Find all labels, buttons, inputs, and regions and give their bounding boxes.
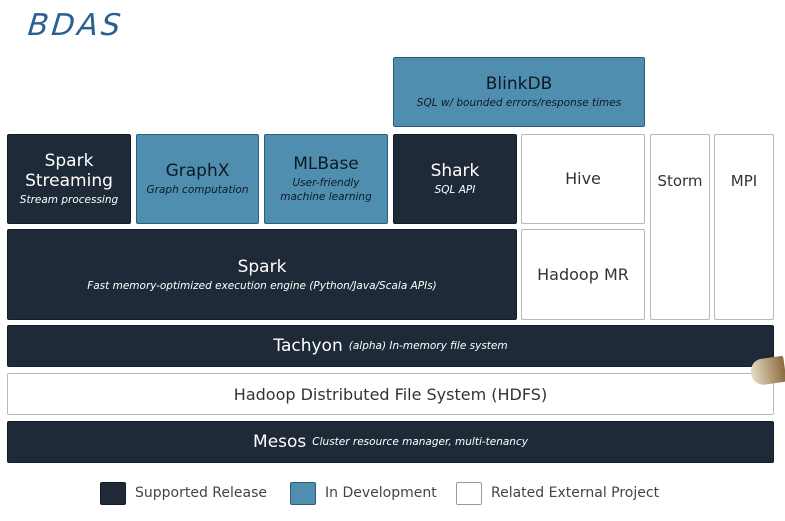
mesos-title: Mesos bbox=[253, 432, 307, 452]
hadoop-mr-box: Hadoop MR bbox=[521, 229, 645, 320]
shark-box: Shark SQL API bbox=[393, 134, 517, 224]
presenter-pointer bbox=[749, 355, 785, 387]
shark-subtitle: SQL API bbox=[434, 184, 476, 196]
mpi-box: MPI bbox=[714, 134, 774, 320]
legend-swatch-external bbox=[456, 482, 482, 505]
legend-swatch-in-development bbox=[290, 482, 316, 505]
legend-label-in-development: In Development bbox=[325, 485, 437, 501]
legend-label-external: Related External Project bbox=[491, 485, 660, 501]
mlbase-subtitle: User-friendly machine learning bbox=[280, 177, 372, 203]
legend-swatch-supported bbox=[100, 482, 126, 505]
hdfs-title: Hadoop Distributed File System (HDFS) bbox=[233, 384, 548, 404]
graphx-subtitle: Graph computation bbox=[146, 184, 249, 196]
blinkdb-subtitle: SQL w/ bounded errors/response times bbox=[416, 97, 622, 109]
spark-streaming-subtitle: Stream processing bbox=[19, 194, 119, 206]
hdfs-box: Hadoop Distributed File System (HDFS) bbox=[7, 373, 774, 415]
tachyon-box: Tachyon (alpha) In-memory file system bbox=[7, 325, 774, 367]
heading-bdas: BDAS bbox=[26, 8, 126, 43]
shark-title: Shark bbox=[430, 161, 480, 181]
storm-box: Storm bbox=[650, 134, 710, 320]
spark-box: Spark Fast memory-optimized execution en… bbox=[7, 229, 517, 320]
mesos-subtitle: Cluster resource manager, multi-tenancy bbox=[312, 436, 528, 448]
blinkdb-box: BlinkDB SQL w/ bounded errors/response t… bbox=[393, 57, 645, 127]
mesos-box: Mesos Cluster resource manager, multi-te… bbox=[7, 421, 774, 463]
spark-title: Spark bbox=[237, 256, 287, 277]
tachyon-subtitle: (alpha) In-memory file system bbox=[348, 340, 508, 352]
hive-box: Hive bbox=[521, 134, 645, 224]
legend-label-supported: Supported Release bbox=[135, 485, 267, 501]
spark-subtitle: Fast memory-optimized execution engine (… bbox=[87, 279, 437, 292]
hadoop-mr-title: Hadoop MR bbox=[537, 264, 629, 284]
storm-title: Storm bbox=[657, 172, 703, 190]
mlbase-box: MLBase User-friendly machine learning bbox=[264, 134, 388, 224]
spark-streaming-title: Spark Streaming bbox=[25, 151, 113, 191]
tachyon-title: Tachyon bbox=[273, 336, 343, 356]
spark-streaming-box: Spark Streaming Stream processing bbox=[7, 134, 131, 224]
hive-title: Hive bbox=[565, 169, 601, 188]
mlbase-title: MLBase bbox=[293, 154, 359, 174]
mpi-title: MPI bbox=[730, 172, 758, 190]
graphx-box: GraphX Graph computation bbox=[136, 134, 259, 224]
graphx-title: GraphX bbox=[165, 161, 230, 181]
blinkdb-title: BlinkDB bbox=[485, 74, 553, 94]
